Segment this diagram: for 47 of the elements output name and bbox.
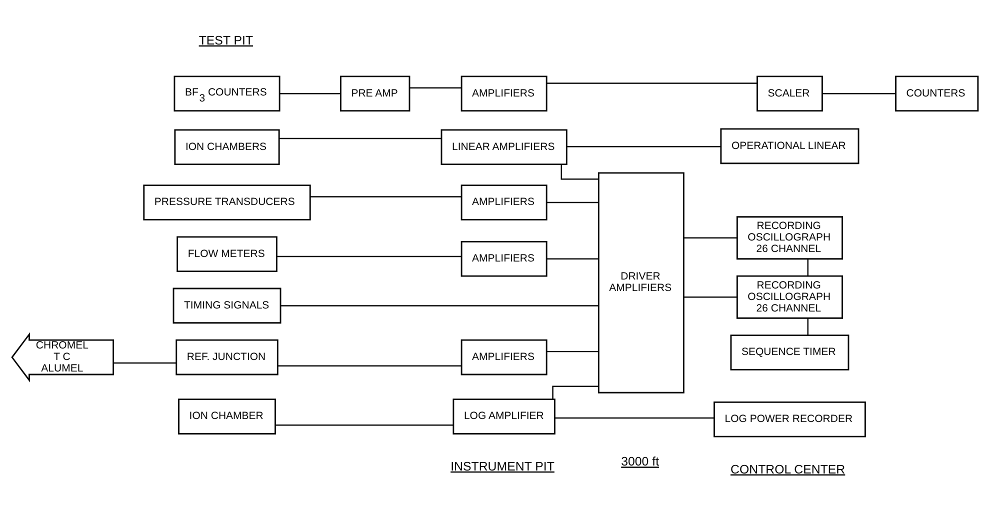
connector xyxy=(275,424,454,426)
connector xyxy=(546,258,599,259)
node-box: LOG AMPLIFIER xyxy=(452,398,556,434)
connector xyxy=(310,196,462,197)
connector xyxy=(554,416,714,418)
node-box: LINEAR AMPLIFIERS xyxy=(440,128,568,165)
node-box: RECORDING OSCILLOGRAPH 26 CHANNEL xyxy=(736,274,843,318)
connector xyxy=(410,86,462,88)
connector xyxy=(280,92,341,94)
node-box: ION CHAMBER xyxy=(178,398,276,434)
connector xyxy=(546,350,599,352)
connector xyxy=(684,236,738,238)
node-box: SEQUENCE TIMER xyxy=(730,334,850,370)
node-box: FLOW METERS xyxy=(176,236,278,272)
label: TEST PIT xyxy=(198,32,254,47)
node-box: DRIVER AMPLIFIERS xyxy=(598,172,684,393)
connector xyxy=(280,304,599,306)
connector xyxy=(684,296,738,298)
node-box: TIMING SIGNALS xyxy=(172,287,282,324)
connector xyxy=(807,318,808,334)
node-box: SCALER xyxy=(756,75,823,112)
node-box: AMPLIFIERS xyxy=(460,184,548,220)
node-box: OPERATIONAL LINEAR xyxy=(720,128,860,164)
connector xyxy=(276,255,462,257)
node-box: REF. JUNCTION xyxy=(176,338,278,375)
label: INSTRUMENT PIT xyxy=(450,458,554,473)
node-box: LOG POWER RECORDER xyxy=(714,400,866,437)
connector xyxy=(546,201,599,203)
connector xyxy=(807,258,808,276)
connector xyxy=(113,362,176,364)
node-box: PRESSURE TRANSDUCERS xyxy=(143,184,311,220)
node-box: AMPLIFIERS xyxy=(460,240,548,276)
connector xyxy=(546,82,757,84)
node-box: PRE AMP xyxy=(340,75,410,112)
node-box: AMPLIFIERS xyxy=(460,338,548,375)
connector xyxy=(278,364,462,366)
node-box: RECORDING OSCILLOGRAPH 26 CHANNEL xyxy=(736,216,843,260)
connector xyxy=(560,164,598,180)
node-box: AMPLIFIERS xyxy=(460,75,548,112)
connector xyxy=(566,146,721,147)
connector xyxy=(822,92,896,94)
connector xyxy=(552,385,599,399)
label: 3000 ft xyxy=(621,454,660,468)
label: CONTROL CENTER xyxy=(730,462,846,476)
node-box: ION CHAMBERS xyxy=(174,128,280,165)
connector xyxy=(279,137,442,139)
node-box: COUNTERS xyxy=(895,75,979,112)
